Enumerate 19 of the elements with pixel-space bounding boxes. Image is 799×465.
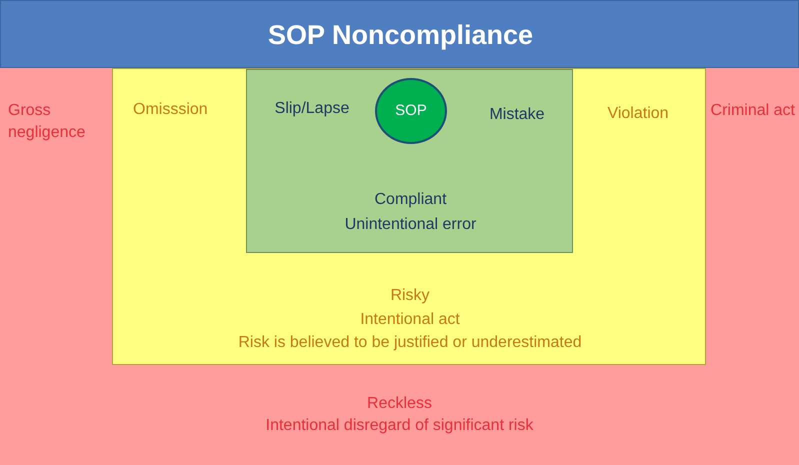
- title-band: [0, 0, 799, 68]
- title-text: SOP Noncompliance: [266, 19, 534, 52]
- zone-label: Violation: [606, 104, 670, 124]
- zone-label: Gross negligence: [8, 101, 86, 143]
- zone-description: Risk is believed to be justified or underestimated: [237, 333, 583, 353]
- zone-label: Omisssion: [133, 100, 209, 120]
- zone-description: Intentional disregard of significant risk: [264, 416, 534, 436]
- compliant-zone: [246, 69, 573, 253]
- zone-label: Risky: [389, 286, 431, 306]
- zone-label: Criminal act: [710, 101, 795, 121]
- circle-label: SOP: [394, 101, 428, 121]
- zone-label: Compliant: [373, 190, 448, 210]
- zone-label: Slip/Lapse: [274, 99, 350, 119]
- zone-label: Reckless: [366, 394, 433, 414]
- risky-zone: [112, 68, 706, 365]
- zone-description: Unintentional error: [344, 215, 478, 235]
- zone-label: Mistake: [488, 105, 546, 125]
- reckless-zone: [0, 68, 799, 465]
- zone-description: Intentional act: [359, 310, 461, 330]
